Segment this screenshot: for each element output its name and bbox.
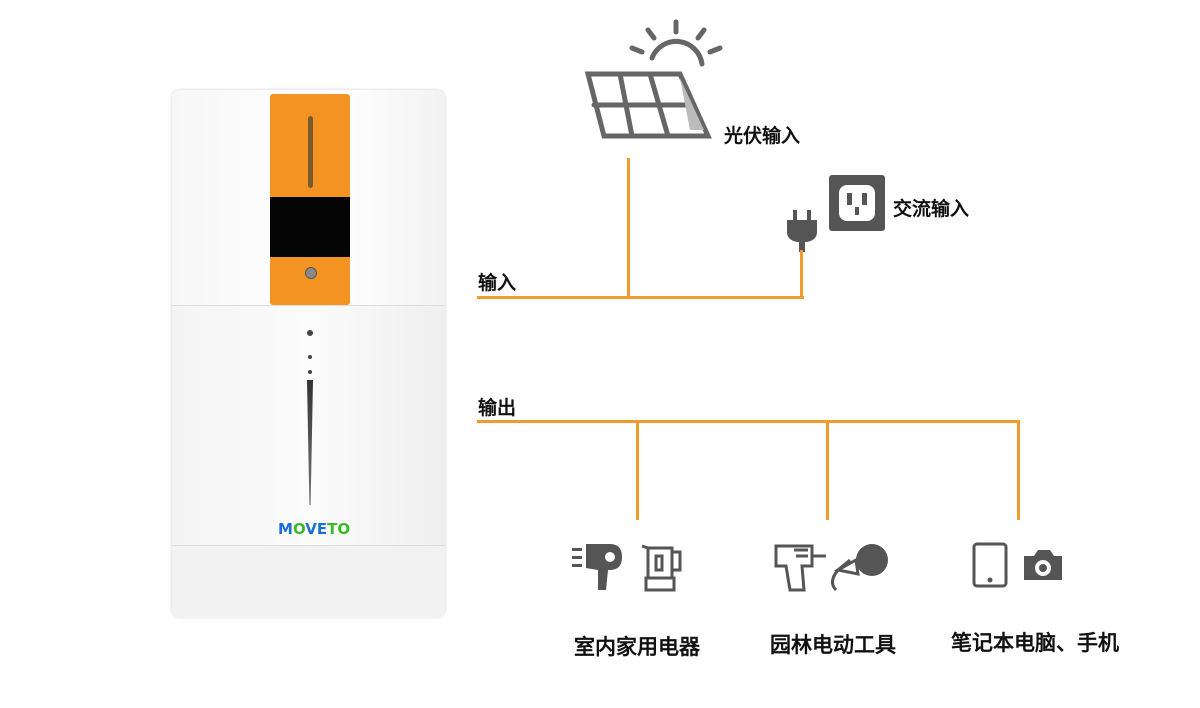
status-led bbox=[308, 370, 312, 374]
input-bus-label: 输入 bbox=[478, 272, 517, 294]
device-screen bbox=[270, 197, 350, 257]
output-label-laptop-phone: 笔记本电脑、手机 bbox=[951, 631, 1119, 655]
input-bus-line bbox=[477, 296, 804, 299]
status-led bbox=[308, 355, 312, 359]
device-knob bbox=[305, 267, 317, 279]
output-branch-line bbox=[1017, 420, 1020, 520]
output-label-home-appliances: 室内家用电器 bbox=[574, 635, 700, 659]
plug-icon bbox=[787, 210, 817, 252]
device-base bbox=[172, 545, 445, 618]
hair-dryer-icon bbox=[572, 544, 682, 592]
output-bus-label: 输出 bbox=[478, 397, 517, 419]
brand-logo: MOVETO bbox=[278, 520, 351, 538]
wall-outlet-icon bbox=[829, 175, 885, 231]
output-branch-line bbox=[636, 420, 639, 520]
output-bus-line bbox=[477, 420, 1020, 423]
tablet-icon bbox=[972, 542, 1062, 588]
power-button bbox=[307, 330, 313, 336]
battery-level-bar bbox=[307, 380, 313, 505]
solar-panel-icon bbox=[584, 19, 723, 139]
solar-input-label: 光伏输入 bbox=[724, 125, 801, 147]
output-label-garden-tools: 园林电动工具 bbox=[770, 633, 896, 657]
ac-connector-line bbox=[800, 250, 803, 298]
camera-icon bbox=[1024, 550, 1062, 580]
drill-icon bbox=[774, 544, 888, 592]
power-station-device: MOVETO bbox=[172, 90, 445, 618]
device-slot bbox=[308, 116, 313, 188]
output-branch-line bbox=[826, 420, 829, 520]
solar-connector-line bbox=[627, 158, 630, 298]
device-orange-panel bbox=[270, 94, 350, 305]
ac-input-label: 交流输入 bbox=[893, 198, 970, 220]
